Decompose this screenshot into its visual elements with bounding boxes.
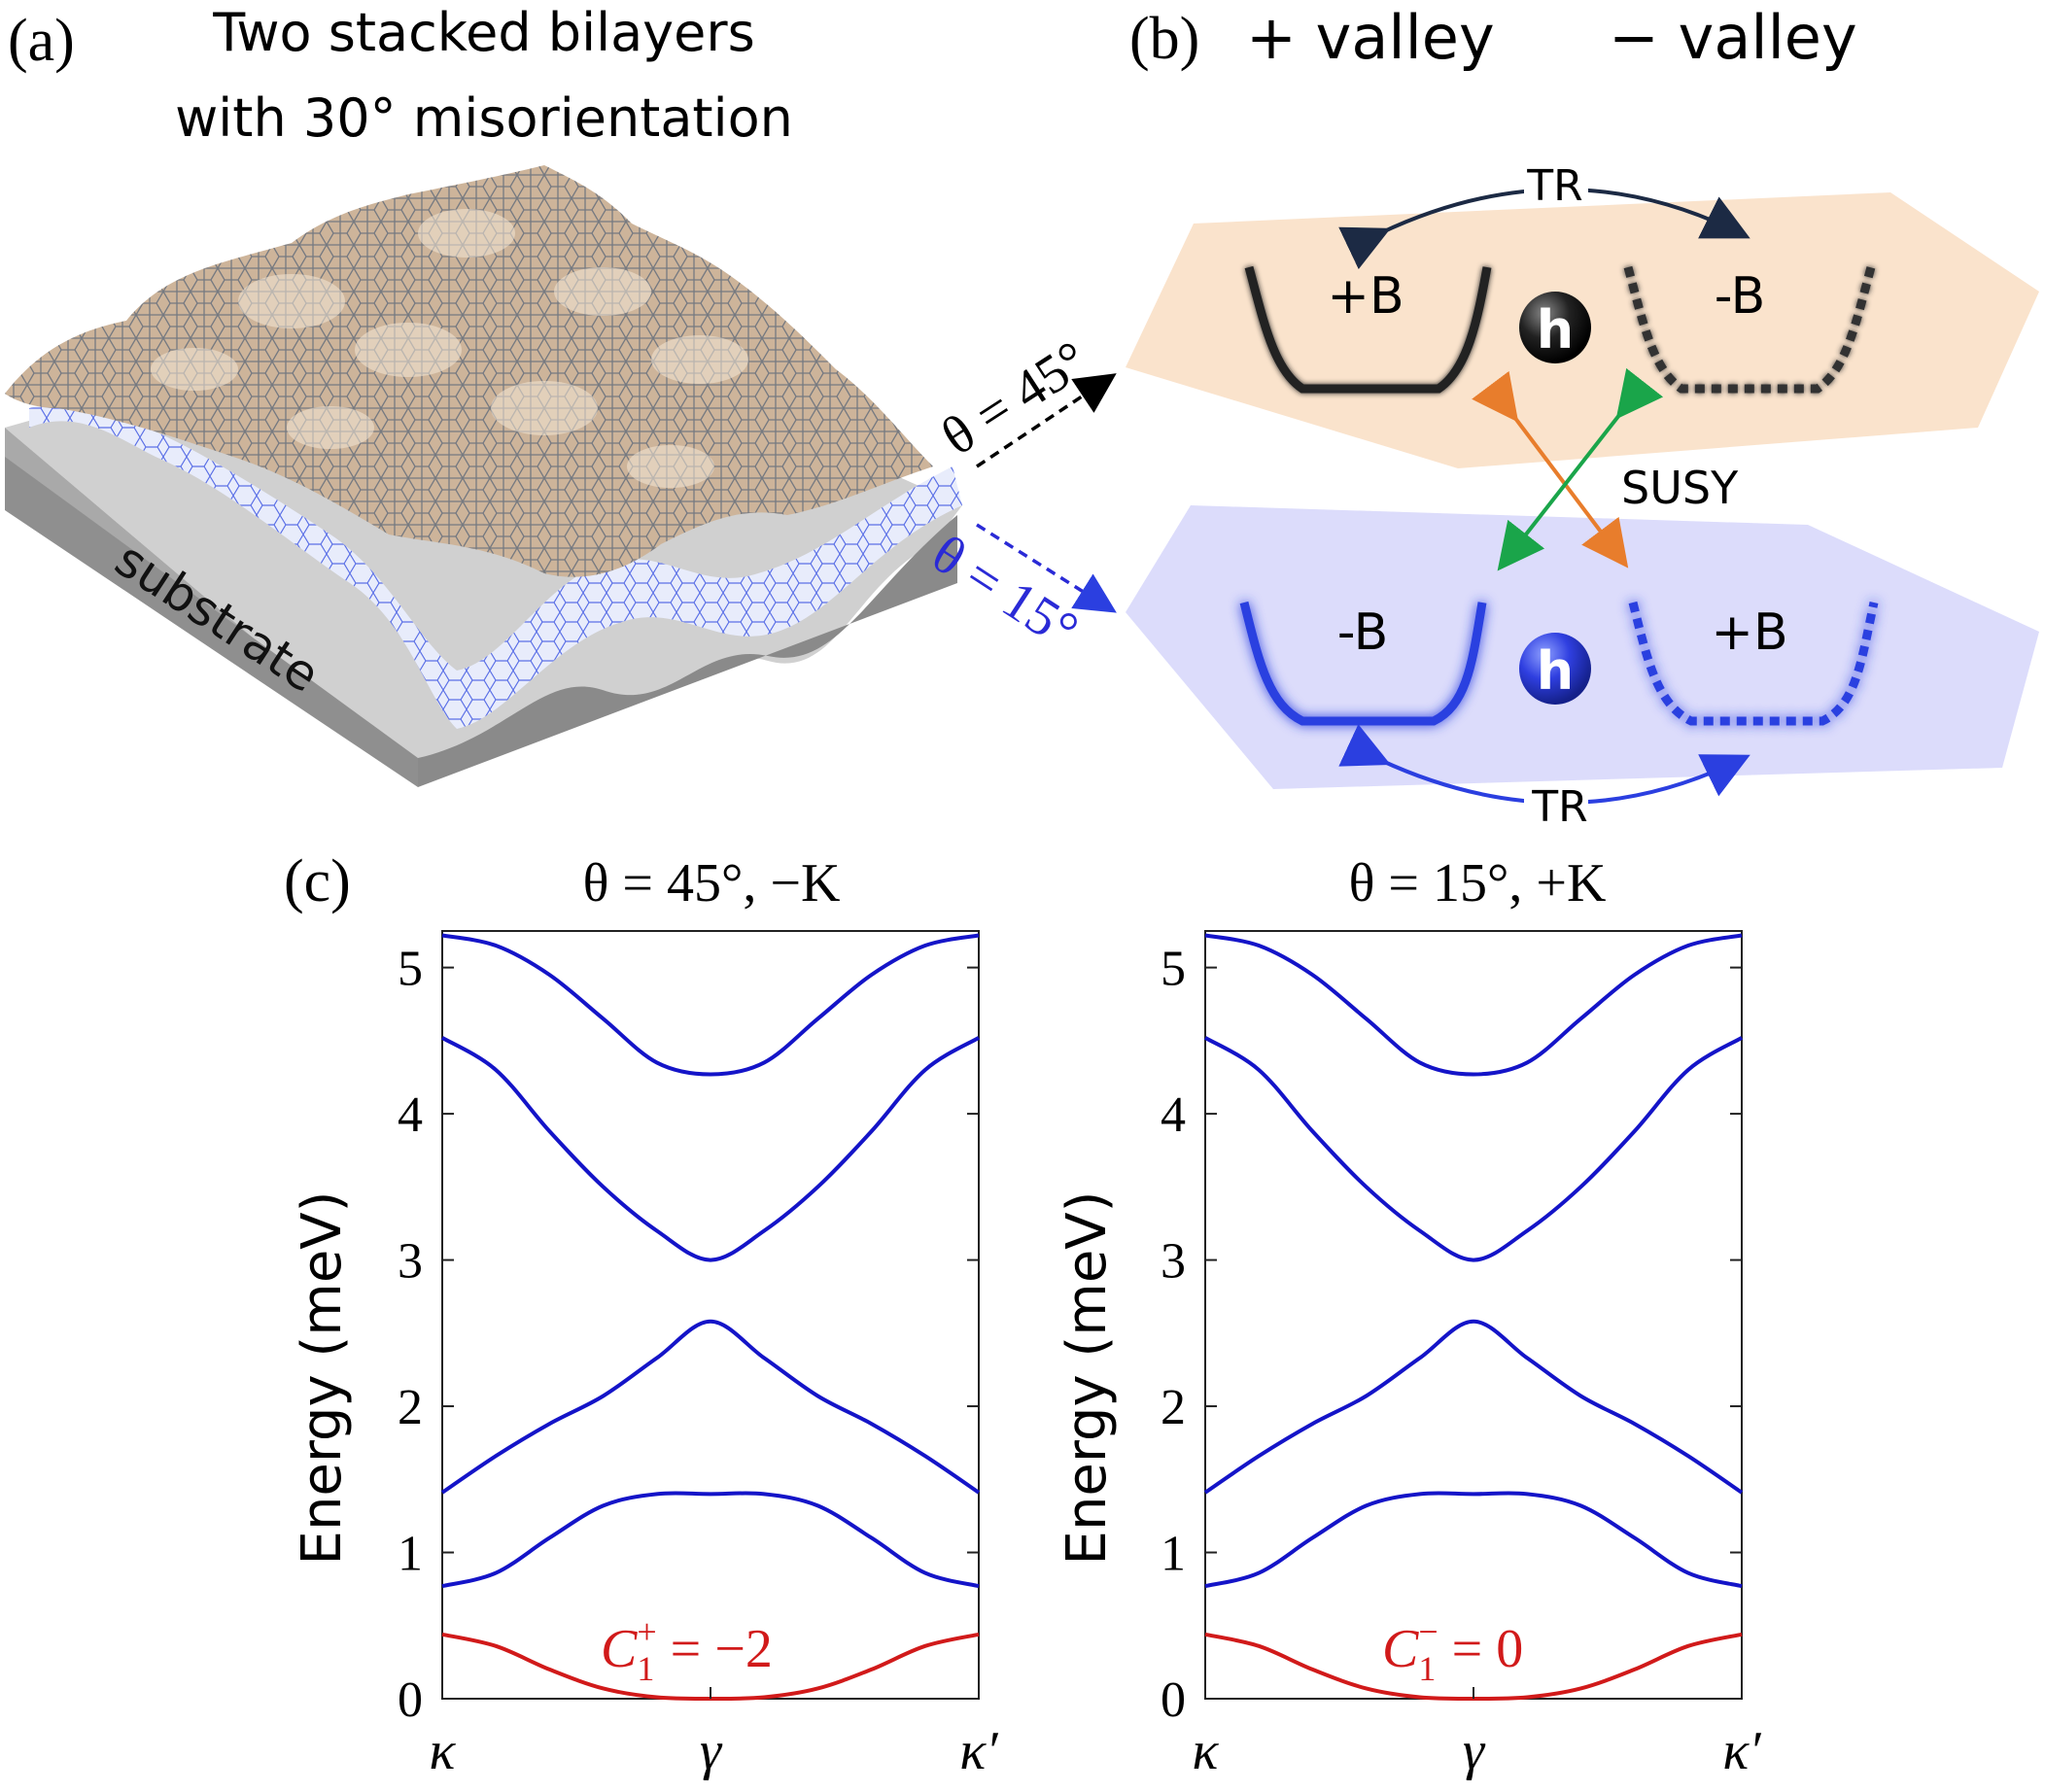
minus-valley-label: − valley [1609, 2, 1857, 73]
right-chern-label: C1− = 0 [1382, 1612, 1523, 1688]
susy-label: SUSY [1621, 462, 1739, 514]
well-bottom-left [1239, 601, 1487, 726]
xtick-label: κ [1193, 1721, 1220, 1781]
right-series [1203, 933, 1744, 1702]
right-ylabel: Energy (meV) [1056, 1191, 1119, 1566]
ytick-label: 3 [1161, 1234, 1186, 1290]
band-line-3 [440, 1036, 981, 1262]
plus-valley-label: + valley [1246, 2, 1495, 73]
substrate-front [418, 515, 957, 787]
left-ylabel: Energy (meV) [291, 1191, 354, 1566]
band-line-4 [441, 933, 980, 1077]
ytick-label: 0 [398, 1672, 423, 1728]
right-plot-title: θ = 15°, +K [1349, 853, 1607, 913]
xtick-label: γ [700, 1721, 723, 1781]
band-line-2 [1203, 1319, 1744, 1495]
bottom-left-well-label: -B [1337, 603, 1389, 662]
ytick-label: 2 [398, 1380, 423, 1435]
bottom-right-well-label: +B [1711, 603, 1787, 662]
tr-bottom-label: TR [1531, 782, 1587, 832]
band-line-4 [1204, 933, 1743, 1077]
xtick-label: κ′ [959, 1721, 998, 1781]
left-xticks: κ γ κ′ [430, 1687, 998, 1781]
ytick-label: 1 [398, 1527, 423, 1582]
band-line-2 [440, 1319, 981, 1495]
ytick-label: 2 [1161, 1380, 1186, 1435]
panel-b-label: (b) [1129, 6, 1199, 72]
well-top-left [1244, 265, 1492, 394]
right-xticks: κ γ κ′ [1193, 1687, 1761, 1781]
hole-bottom [1519, 633, 1591, 705]
ytick-label: 4 [398, 1087, 423, 1143]
substrate-side [5, 457, 418, 787]
hole-top-label: h [1537, 299, 1574, 361]
left-plot-frame [441, 930, 980, 1700]
susy-arrow-green [1497, 367, 1664, 571]
well-top-right [1623, 265, 1876, 394]
xtick-label: γ [1463, 1721, 1486, 1781]
angle-top-label: θ = 45° [931, 329, 1098, 467]
arrow-theta-15 [976, 523, 1117, 613]
panel-b: (b) + valley − valley TR +B -B h SUSY -B… [1126, 2, 2039, 832]
ytick-label: 3 [398, 1234, 423, 1290]
xtick-label: κ′ [1722, 1721, 1761, 1781]
band-line-1 [441, 1491, 980, 1589]
panel-a: (a) Two stacked bilayers with 30° misori… [5, 2, 1117, 787]
right-plot-frame [1204, 930, 1743, 1700]
panel-c: (c) θ = 45°, −K Energy (meV) 0 1 2 3 4 5 κ γ κ′… [284, 848, 1761, 1781]
panel-a-label: (a) [8, 8, 75, 74]
panel-a-title-line1: Two stacked bilayers [212, 2, 754, 63]
panel-c-label: (c) [284, 848, 351, 914]
ytick-label: 0 [1161, 1672, 1186, 1728]
left-yticks: 0 1 2 3 4 5 [398, 942, 979, 1728]
ytick-label: 5 [1161, 942, 1186, 997]
panel-a-title-line2: with 30° misorientation [175, 87, 793, 149]
top-right-well-label: -B [1715, 267, 1766, 326]
right-yticks: 0 1 2 3 4 5 [1161, 942, 1742, 1728]
hole-top [1519, 292, 1591, 363]
ytick-label: 1 [1161, 1527, 1186, 1582]
xtick-label: κ [430, 1721, 457, 1781]
left-series [440, 933, 981, 1702]
well-bottom-right [1628, 601, 1879, 726]
ytick-label: 5 [398, 942, 423, 997]
ytick-label: 4 [1161, 1087, 1186, 1143]
tr-top-label: TR [1526, 161, 1582, 211]
hole-bottom-label: h [1537, 640, 1574, 702]
left-chern-label: C1+ = −2 [601, 1612, 773, 1688]
top-left-well-label: +B [1327, 267, 1404, 326]
moire-bumps [151, 209, 748, 488]
band-line-3 [1203, 1036, 1744, 1262]
left-plot-title: θ = 45°, −K [583, 853, 841, 913]
band-line-1 [1204, 1491, 1743, 1589]
